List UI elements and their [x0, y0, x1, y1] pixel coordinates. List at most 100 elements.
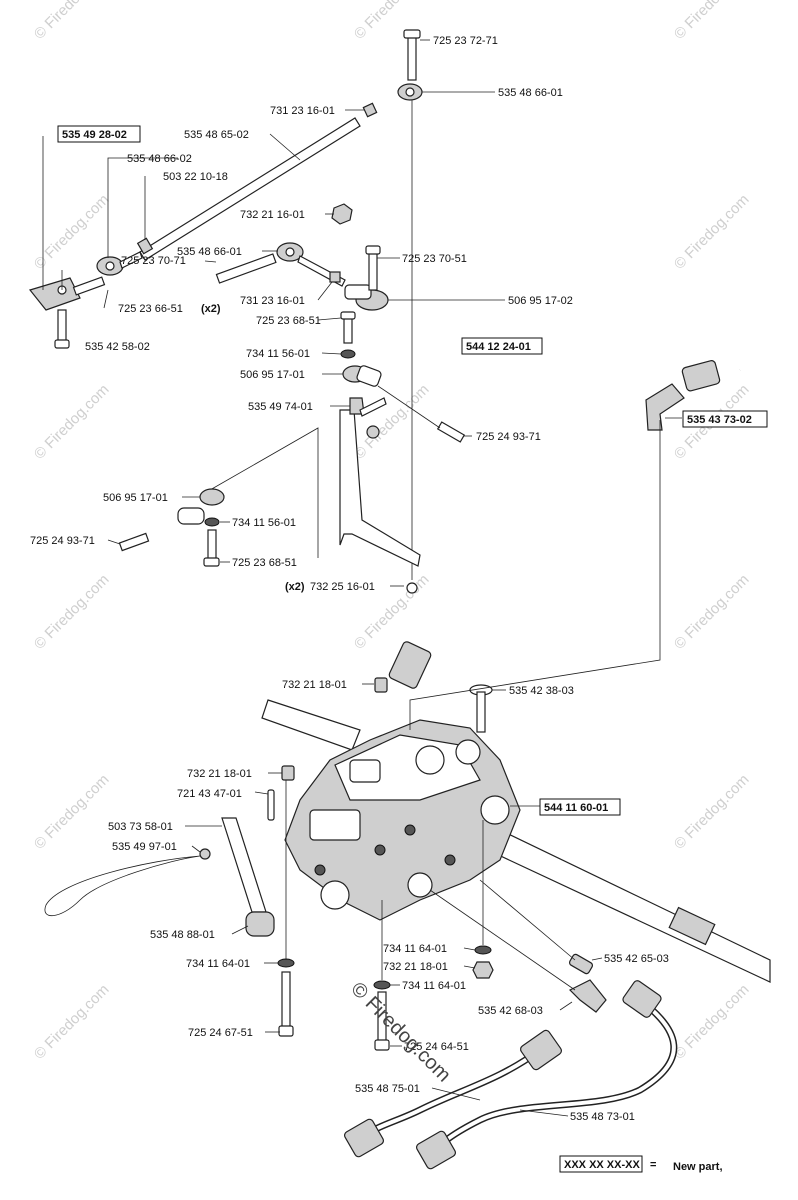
tube-nut: [388, 641, 432, 689]
bolt: [57, 309, 67, 343]
quantity-label: (x2): [201, 303, 221, 315]
part-label: 535 42 68-03: [478, 1005, 543, 1017]
part-label: 725 23 72-71: [433, 35, 498, 47]
part-label: 535 48 65-02: [184, 129, 249, 141]
watermark: © Firedog.com: [31, 0, 113, 43]
bolt-head: [403, 29, 421, 39]
bolt: [368, 249, 378, 291]
lever: [221, 817, 267, 913]
washer: [199, 848, 211, 860]
bolt-head: [278, 1025, 294, 1037]
part-label: 535 48 66-01: [177, 246, 242, 258]
spacer: [136, 237, 154, 255]
swivel: [199, 488, 225, 506]
bolt-head: [374, 1039, 390, 1051]
legend-equals: =: [650, 1159, 656, 1171]
bracket: [28, 277, 81, 311]
part-label: 734 11 56-01: [232, 517, 296, 529]
leader-lines: [42, 39, 682, 1117]
part-label: 732 21 18-01: [282, 679, 347, 691]
legend-box-text: XXX XX XX-XX: [564, 1159, 640, 1171]
part-label-new: 544 11 60-01: [544, 802, 608, 814]
bolt-head: [365, 245, 381, 255]
plug: [281, 765, 295, 781]
part-label: 506 95 17-01: [240, 369, 305, 381]
part-label: 734 11 56-01: [246, 348, 310, 360]
dipstick-loop: [44, 855, 201, 917]
part-label: 734 11 64-01: [186, 958, 250, 970]
clip: [406, 582, 418, 594]
legend-box: [559, 1155, 643, 1173]
part-label: 731 23 16-01: [270, 105, 335, 117]
washer: [474, 945, 492, 955]
watermark: © Firedog.com: [671, 571, 753, 653]
hose-nut: [520, 1029, 562, 1071]
transmission-unit: [44, 677, 771, 1051]
hose-nut: [622, 980, 662, 1018]
hose-nut: [416, 1130, 456, 1170]
new-part-box: [461, 337, 543, 355]
part-label: 535 49 97-01: [112, 841, 177, 853]
bolt: [207, 529, 217, 561]
housing-boss: [480, 795, 510, 825]
bolt: [281, 971, 291, 1029]
part-label: 535 48 75-01: [355, 1083, 420, 1095]
lever-arm: [339, 409, 421, 567]
bolt: [72, 276, 106, 296]
nut: [472, 961, 494, 979]
elbow-fitting: [568, 979, 607, 1013]
frame-line: [209, 427, 319, 558]
part-label: 731 23 16-01: [240, 295, 305, 307]
part-label: 506 95 17-01: [103, 492, 168, 504]
bolt: [215, 253, 277, 284]
bolt-head: [340, 311, 356, 320]
ball-joint-hole: [285, 247, 295, 257]
alignment-line: [377, 385, 441, 429]
part-label: 725 23 68-51: [232, 557, 297, 569]
part-label: 725 24 93-71: [476, 431, 541, 443]
left-axle: [261, 699, 361, 751]
part-label: 535 48 73-01: [570, 1111, 635, 1123]
bolt-head: [314, 864, 326, 876]
housing-boss: [407, 872, 433, 898]
watermark-center: © Firedog.com: [346, 978, 455, 1087]
watermark: © Firedog.com: [31, 771, 113, 853]
alignment-line: [479, 879, 576, 961]
nut: [331, 203, 353, 225]
part-label: 732 21 18-01: [383, 961, 448, 973]
bushing: [245, 911, 275, 937]
bolt: [407, 33, 417, 81]
control-plate: [309, 809, 361, 841]
quantity-label: (x2): [285, 581, 305, 593]
bolt-head: [374, 844, 386, 856]
hose-nut: [344, 1118, 384, 1158]
control-block: [349, 759, 381, 783]
bolt-head: [444, 854, 456, 866]
washer: [204, 517, 220, 527]
part-label: 734 11 64-01: [383, 943, 447, 955]
legend-text: New part,: [673, 1161, 723, 1173]
part-label: 725 24 64-51: [404, 1041, 469, 1053]
washer: [373, 980, 391, 990]
watermark: © Firedog.com: [351, 381, 433, 463]
nut: [366, 425, 380, 439]
part-label: 725 23 70-51: [402, 253, 467, 265]
part-label: 535 42 58-02: [85, 341, 150, 353]
part-label: 734 11 64-01: [402, 980, 466, 992]
part-label: 535 48 88-01: [150, 929, 215, 941]
rod-end-thread: [119, 251, 143, 269]
tube-nut: [681, 360, 721, 392]
nut: [362, 102, 378, 118]
ball-joint-hole: [405, 87, 415, 97]
part-label: 725 24 67-51: [188, 1027, 253, 1039]
pin: [267, 789, 275, 821]
plug: [374, 677, 388, 693]
housing-boss: [320, 880, 350, 910]
nut: [329, 271, 341, 283]
part-label: 725 24 93-71: [30, 535, 95, 547]
watermark: © Firedog.com: [31, 981, 113, 1063]
bolt-head: [54, 339, 70, 349]
linkage-assembly: [28, 29, 466, 594]
housing-boss: [455, 739, 481, 765]
